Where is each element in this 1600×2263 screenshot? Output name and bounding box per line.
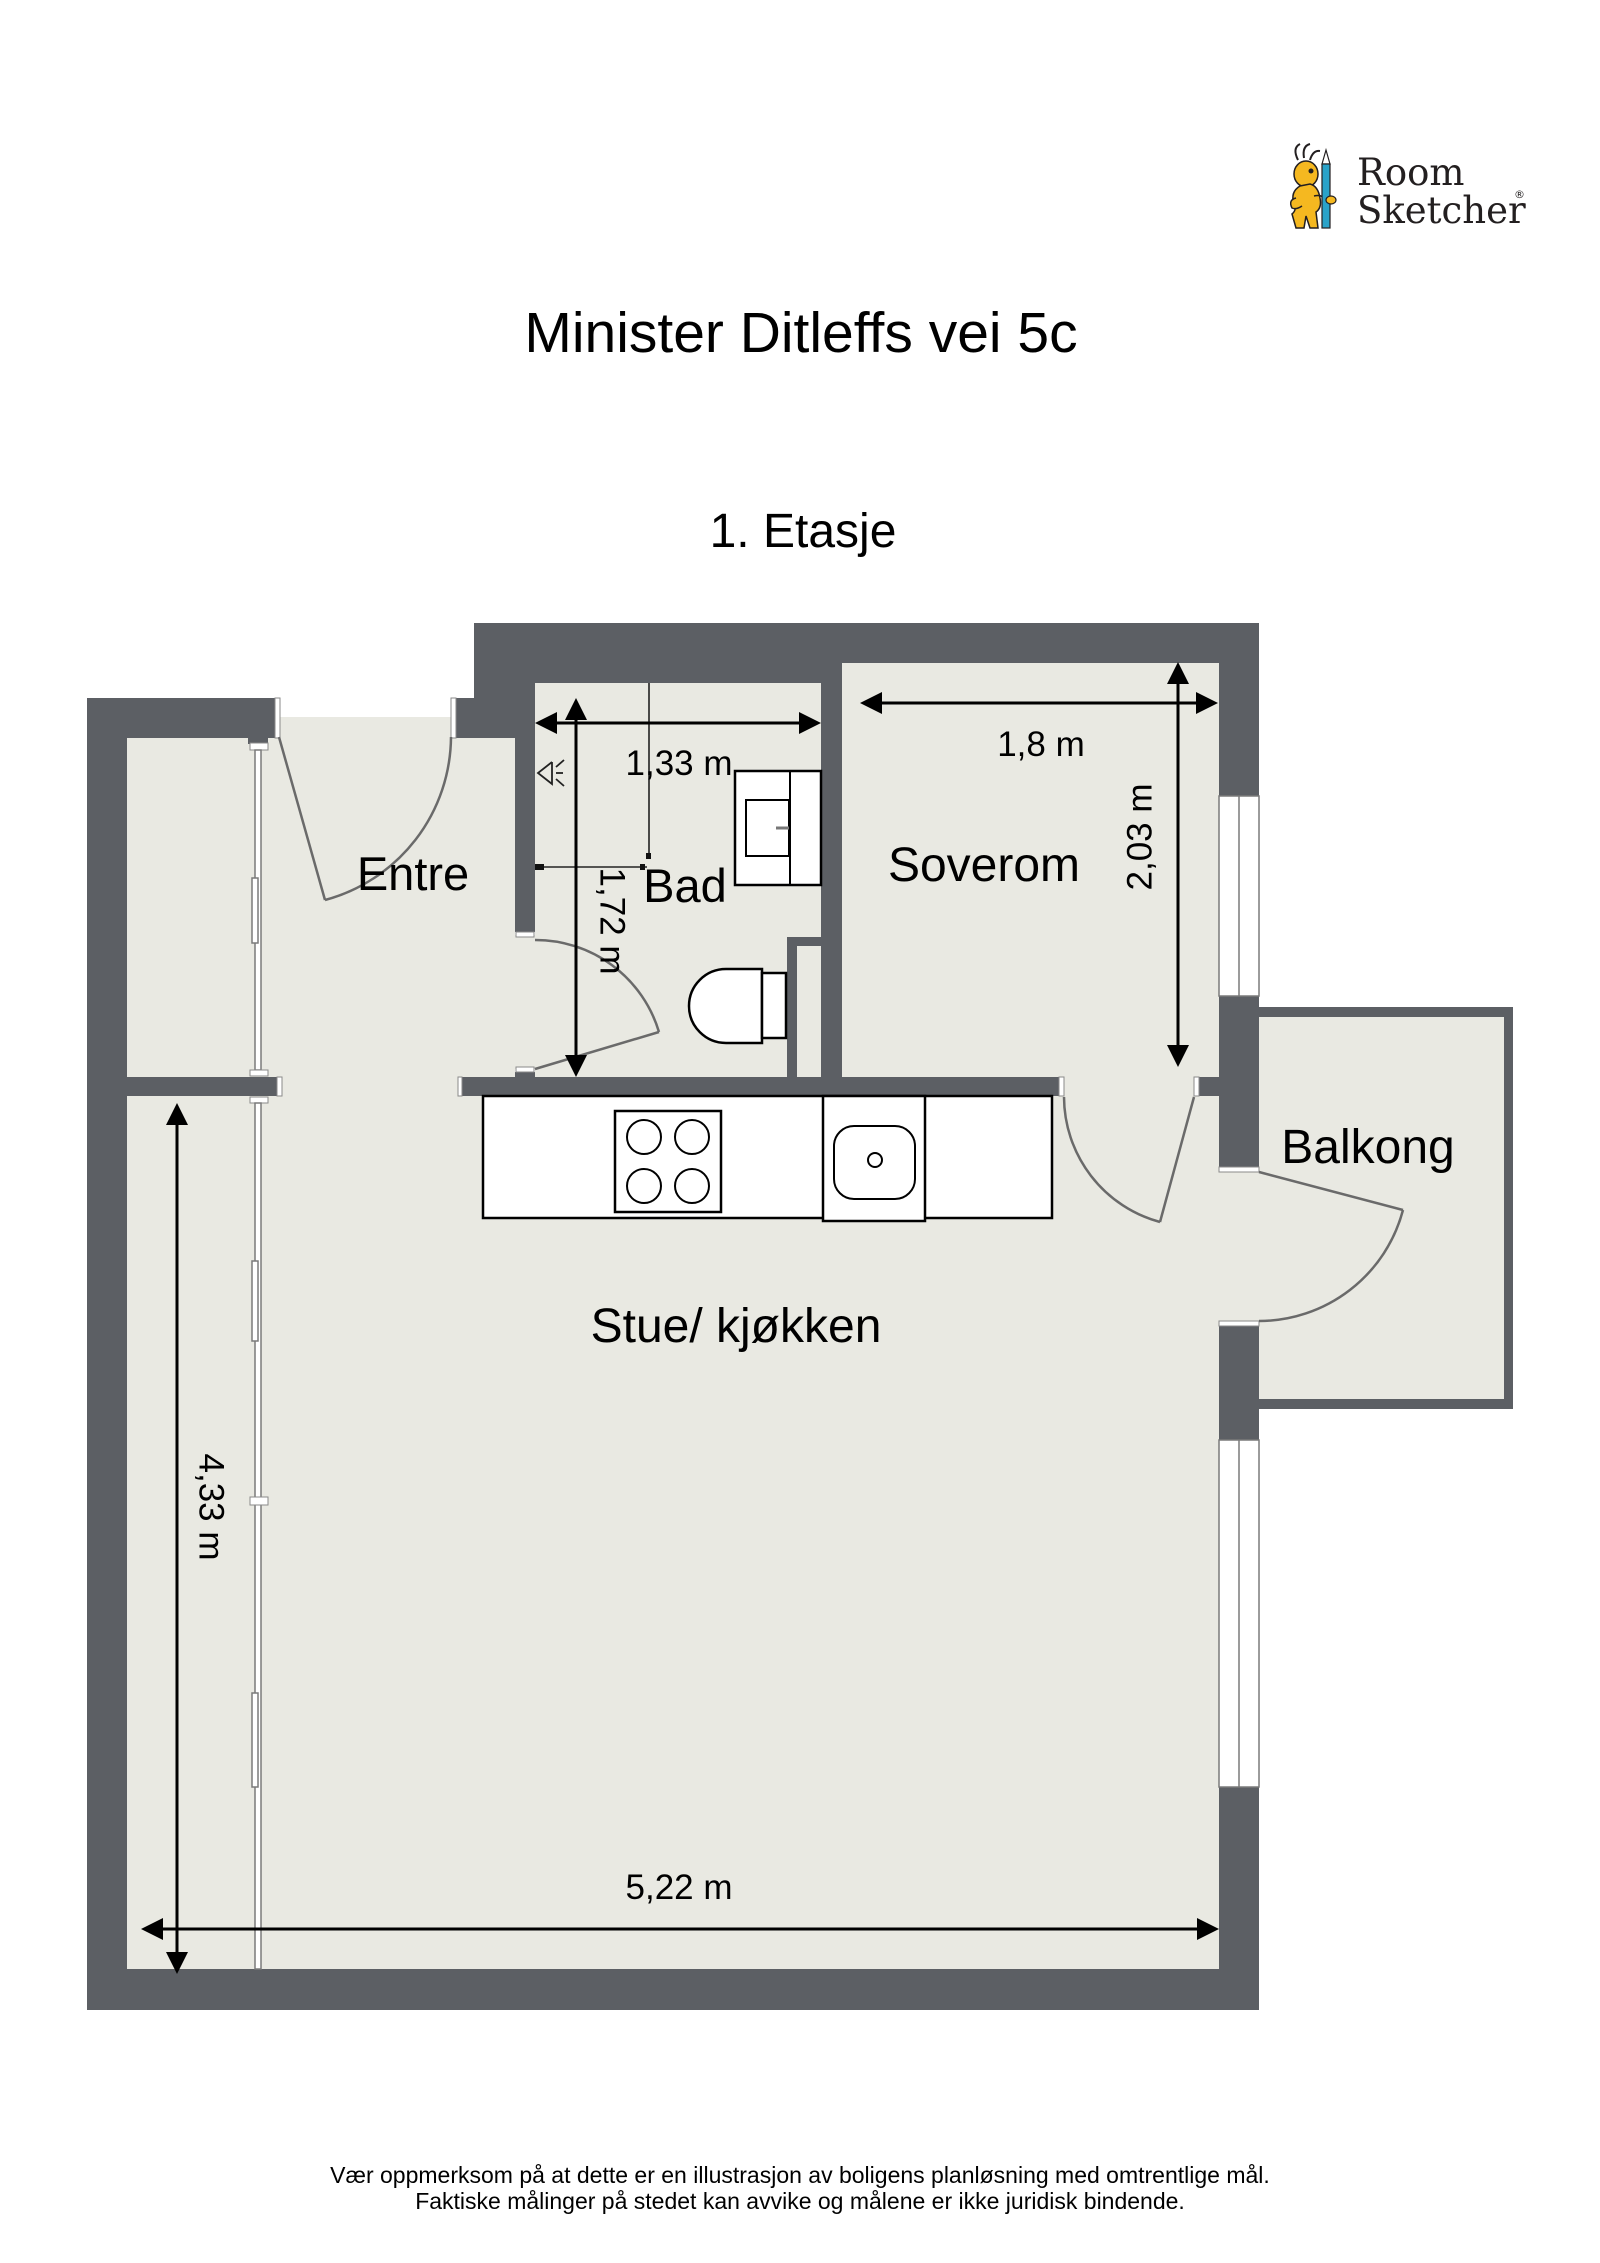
logo-registered-mark: ® [1514, 188, 1525, 201]
wall-right-mid [1219, 996, 1259, 1167]
arrowhead-icon [860, 692, 882, 714]
wall-middle-left [127, 1077, 277, 1096]
wall-right-lower [1219, 1326, 1259, 1440]
arrowhead-icon [799, 712, 821, 734]
dimension-arrow-soverom-length [1167, 662, 1189, 1067]
floor-balkong [1259, 1017, 1504, 1399]
dimension-label-soverom-length: 2,03 m [1121, 784, 1160, 891]
jamb [1193, 1076, 1200, 1097]
dimension-label-stue-width: 5,22 m [626, 1868, 733, 1907]
arrowhead-icon [1167, 1045, 1189, 1067]
arrowhead-icon [535, 712, 557, 734]
wall-entre-bad [515, 738, 535, 932]
washbasin-icon [733, 769, 823, 887]
wall-right-bottom [1219, 1787, 1259, 2010]
toilet-icon [687, 967, 788, 1045]
arrowhead-icon [141, 1918, 163, 1940]
room-label-stue-kjokken: Stue/ kjøkken [591, 1300, 882, 1353]
arrowhead-icon [565, 698, 587, 720]
wall-middle-center [462, 1077, 1059, 1096]
room-label-entre: Entre [357, 847, 469, 900]
dimension-arrow-bad-length [565, 698, 587, 1077]
wardrobe-stue [249, 1096, 269, 1970]
wall-shaft-top [787, 937, 821, 946]
dimension-label-stue-length: 4,33 m [192, 1454, 231, 1561]
wall-shaft-side [787, 937, 797, 1077]
shower-enclosure [535, 683, 651, 870]
dimension-arrow-bad-width [535, 712, 821, 734]
door-balkong [1258, 1170, 1405, 1323]
door-entry [277, 736, 453, 902]
roomsketcher-logo: Room Sketcher ® [1289, 143, 1526, 232]
pencil-icon [1321, 147, 1337, 229]
window-soverom [1218, 795, 1260, 997]
door-bad [534, 938, 661, 1071]
floor-stue-kjokken [127, 1077, 1219, 1969]
dimension-label-soverom-width: 1,8 m [997, 725, 1085, 764]
dimension-label-bad-length: 1,72 m [593, 868, 632, 975]
dimension-arrow-soverom-width [860, 692, 1218, 714]
wall-top-bad [474, 663, 842, 683]
wall-top-entre-right [456, 698, 474, 738]
room-label-bad: Bad [643, 859, 727, 912]
wall-entre-bad-lower [515, 1072, 535, 1077]
shower-head-icon [536, 759, 565, 787]
floors [127, 663, 1259, 1969]
wall-bad-soverom [821, 623, 842, 1077]
door-soverom [1062, 1096, 1196, 1224]
door-jambs [274, 697, 1260, 1327]
logo-text-room: Room [1357, 151, 1465, 194]
window-stue [1218, 1439, 1260, 1788]
floor-name: 1. Etasje [710, 505, 897, 558]
arrowhead-icon [1197, 1918, 1219, 1940]
page-title: Minister Ditleffs vei 5c [524, 301, 1077, 365]
floor-entre [127, 738, 515, 1077]
jamb [515, 1066, 535, 1073]
arrowhead-icon [166, 1103, 188, 1125]
wall-top-upper [474, 623, 1259, 663]
walls [87, 623, 1259, 2010]
dimension-arrows [141, 662, 1219, 1974]
room-label-balkong: Balkong [1281, 1121, 1454, 1174]
arrowhead-icon [565, 1055, 587, 1077]
jamb [274, 697, 281, 739]
arrowhead-icon [1196, 692, 1218, 714]
kitchen-counter [481, 1094, 1054, 1220]
wall-left-outer [87, 698, 127, 2010]
floor-balcony-door-opening [1219, 1172, 1259, 1321]
jamb [450, 697, 457, 739]
jamb [457, 1076, 463, 1097]
dimension-arrow-stue-width [141, 1918, 1219, 1940]
disclaimer-line-2: Faktiske målinger på stedet kan avvike o… [415, 2188, 1185, 2214]
roomsketcher-mascot-icon [1289, 143, 1327, 229]
wall-bottom-outer [87, 1969, 1259, 2010]
arrowhead-icon [1167, 662, 1189, 684]
disclaimer-line-1: Vær oppmerksom på at dette er en illustr… [330, 2162, 1270, 2188]
dimension-arrow-stue-length [166, 1103, 188, 1974]
arrowhead-icon [166, 1952, 188, 1974]
wall-middle-right [1199, 1077, 1219, 1096]
floor-bad-door-opening [515, 935, 535, 1069]
wall-top-entre-left [87, 698, 275, 738]
dimension-label-bad-width: 1,33 m [626, 744, 733, 783]
jamb [515, 931, 535, 938]
logo-text-sketcher: Sketcher [1357, 189, 1526, 232]
jamb [1218, 1320, 1260, 1327]
floor-entry-door-opening [280, 717, 451, 738]
kitchen-sink-icon [821, 1094, 927, 1223]
jamb [1218, 1166, 1260, 1173]
jamb [1058, 1076, 1065, 1097]
wardrobe-entre [248, 738, 269, 1077]
cooktop-icon [613, 1109, 723, 1214]
room-label-soverom: Soverom [888, 839, 1080, 892]
jamb [276, 1076, 283, 1097]
floor-soverom [842, 663, 1219, 1077]
